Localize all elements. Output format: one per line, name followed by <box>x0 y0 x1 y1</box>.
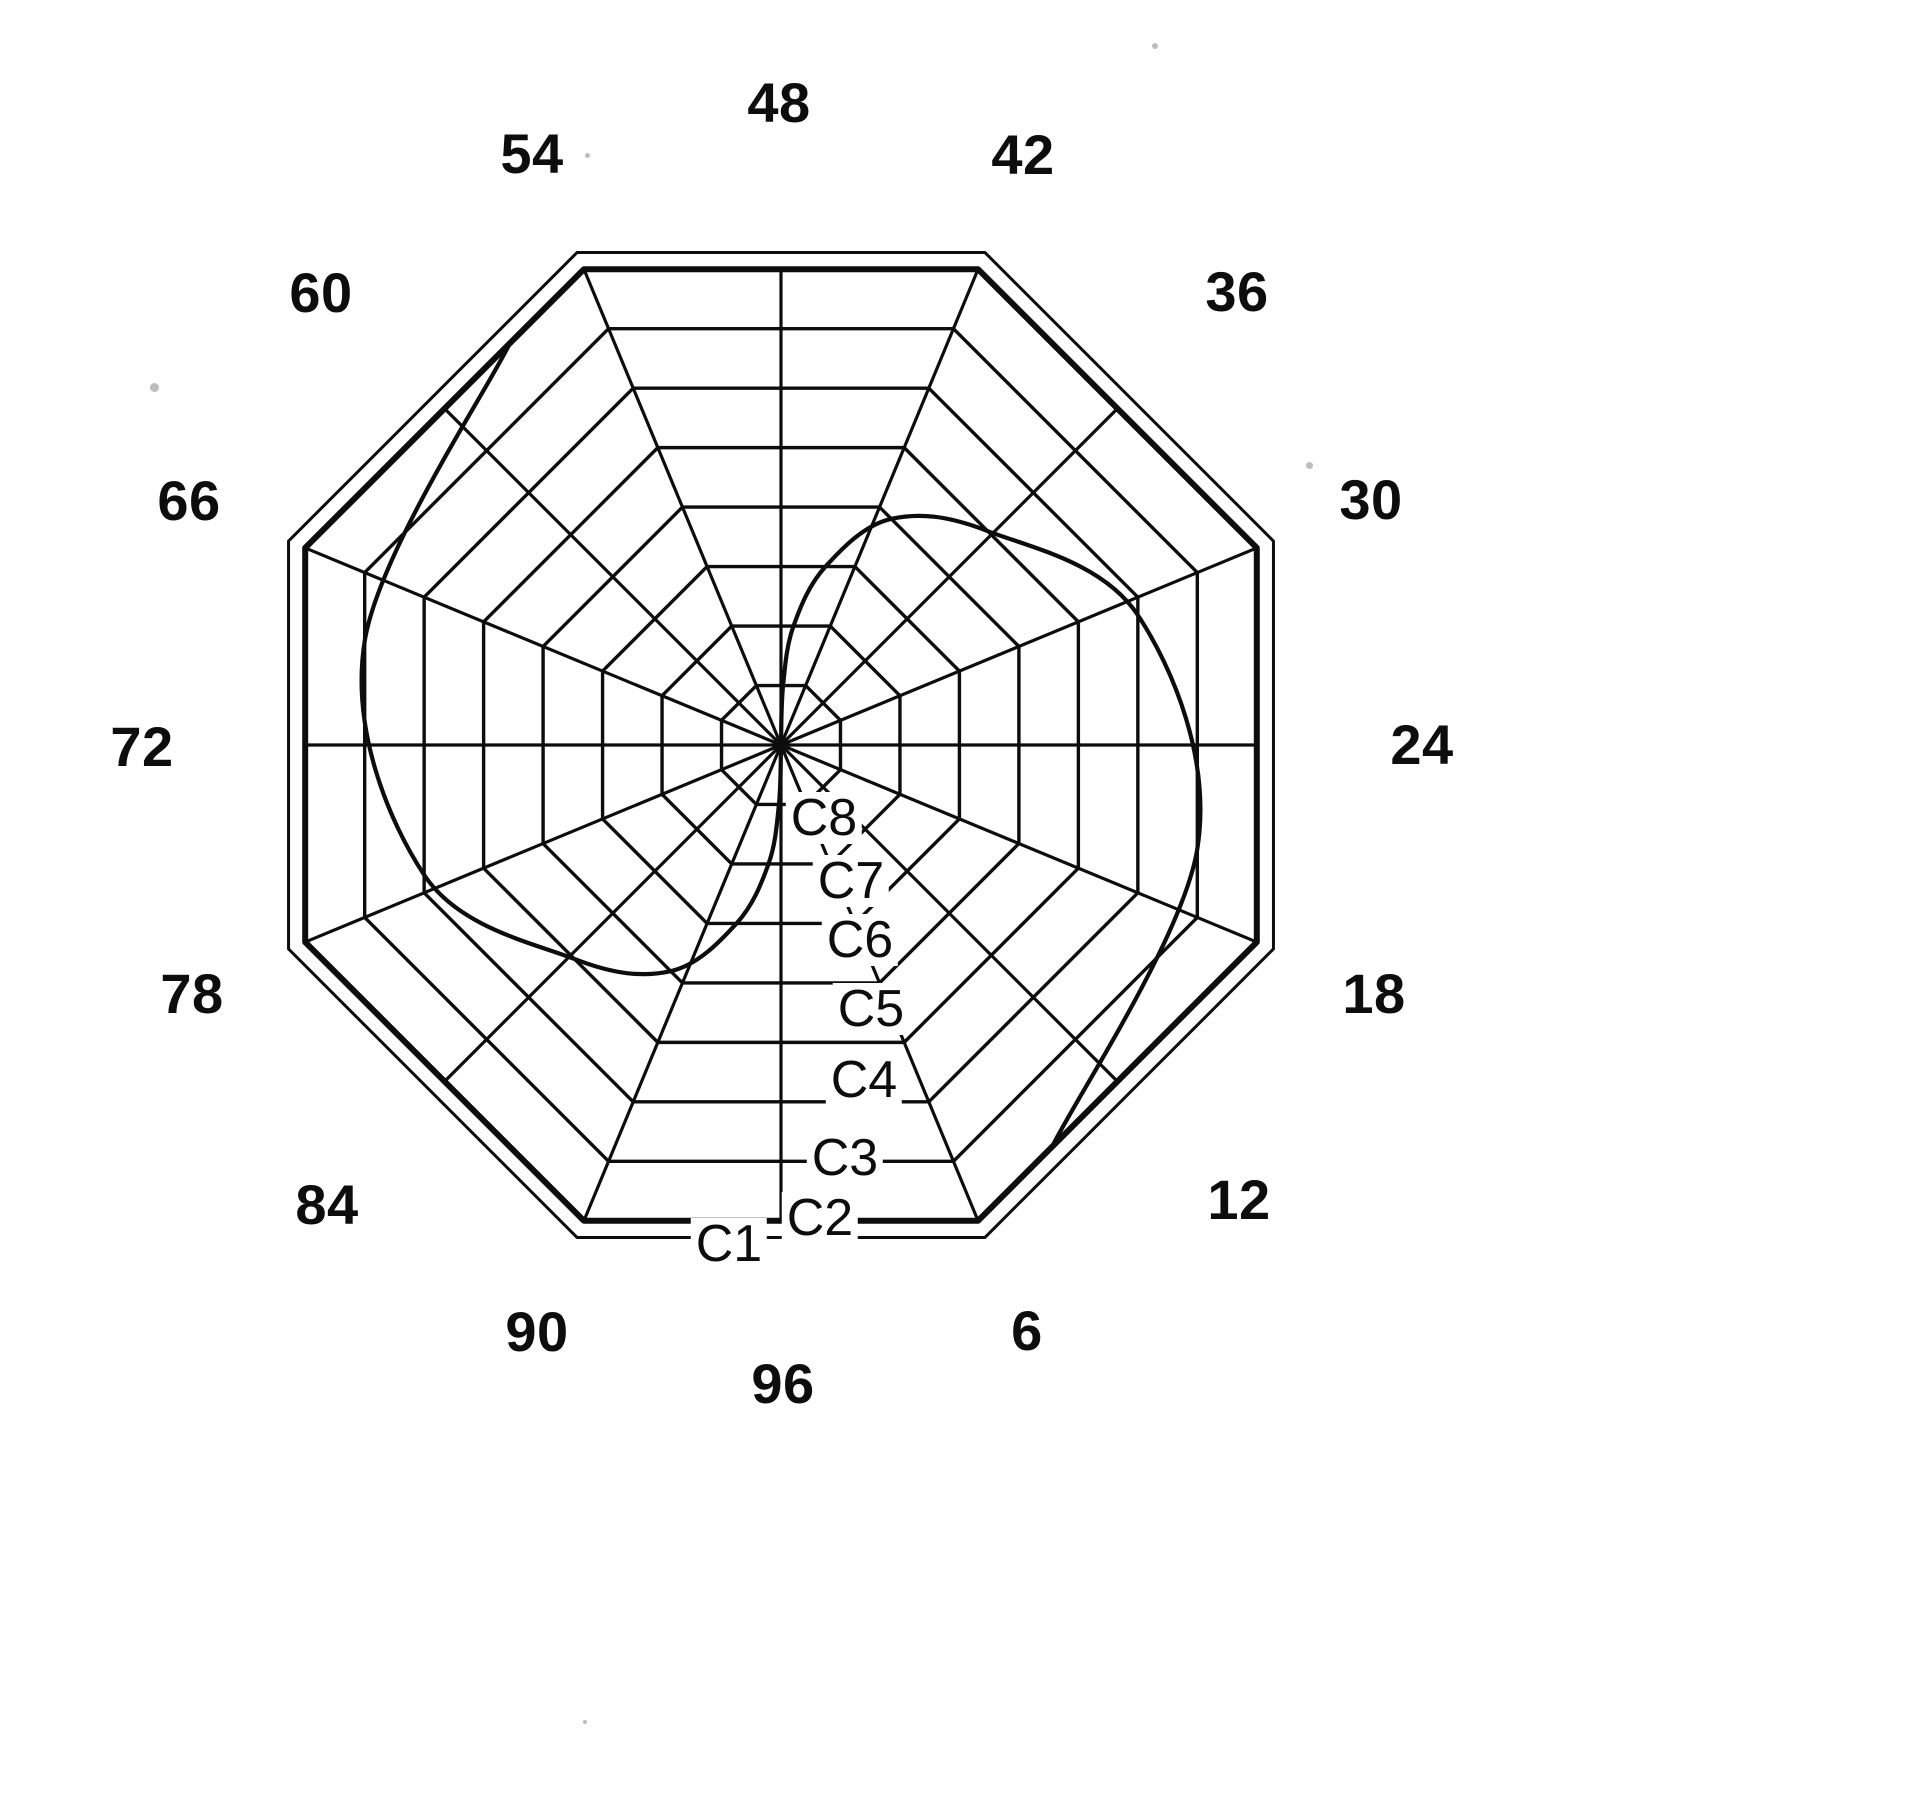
scan-speck <box>150 383 159 392</box>
angular-tick-label: 18 <box>1342 962 1406 1025</box>
angular-tick-label: 66 <box>157 469 221 532</box>
ring-label-c4: C4 <box>825 1054 903 1106</box>
spiral-curve <box>778 513 1203 1149</box>
ring-octagon <box>600 564 962 926</box>
angular-tick-label: 42 <box>991 123 1055 186</box>
angular-tick-label: 24 <box>1390 713 1454 776</box>
scan-speck <box>1152 43 1158 49</box>
ring-label-c3: C3 <box>806 1132 884 1184</box>
ring-octagon <box>541 505 1021 985</box>
angular-tick-label: 30 <box>1339 468 1403 531</box>
ring-octagon-outer-echo <box>287 251 1275 1239</box>
ring-octagon <box>719 683 843 807</box>
spiral-curves-group <box>359 341 1203 1149</box>
spiral-curve <box>359 341 784 977</box>
ring-octagon <box>362 326 1200 1164</box>
ring-label-c8: C8 <box>785 792 863 844</box>
ring-label-c1: C1 <box>690 1218 768 1270</box>
angular-tick-label: 36 <box>1205 260 1269 323</box>
angular-tick-label: 84 <box>295 1173 359 1236</box>
scan-speck <box>585 153 590 158</box>
angular-tick-label: 90 <box>505 1300 569 1363</box>
ring-label-c6: C6 <box>821 914 899 966</box>
scan-speck <box>583 1720 587 1724</box>
angular-tick-label: 60 <box>289 261 353 324</box>
angular-tick-label: 12 <box>1207 1168 1271 1231</box>
angular-tick-label: 48 <box>747 71 811 134</box>
angular-tick-label: 6 <box>1011 1299 1043 1362</box>
ring-label-c7: C7 <box>812 855 890 907</box>
angular-tick-label: 96 <box>751 1352 815 1415</box>
scan-speck <box>1306 462 1313 469</box>
grid-group <box>287 251 1275 1239</box>
ring-label-c2: C2 <box>781 1192 859 1244</box>
ring-octagon <box>481 445 1081 1045</box>
angular-tick-label: 72 <box>110 715 174 778</box>
angular-tick-label: 78 <box>160 962 224 1025</box>
ring-octagon <box>660 624 902 866</box>
angular-tick-label: 54 <box>500 122 564 185</box>
ring-octagon <box>422 386 1140 1104</box>
ring-label-c5: C5 <box>832 983 910 1035</box>
ring-octagon <box>302 266 1260 1224</box>
